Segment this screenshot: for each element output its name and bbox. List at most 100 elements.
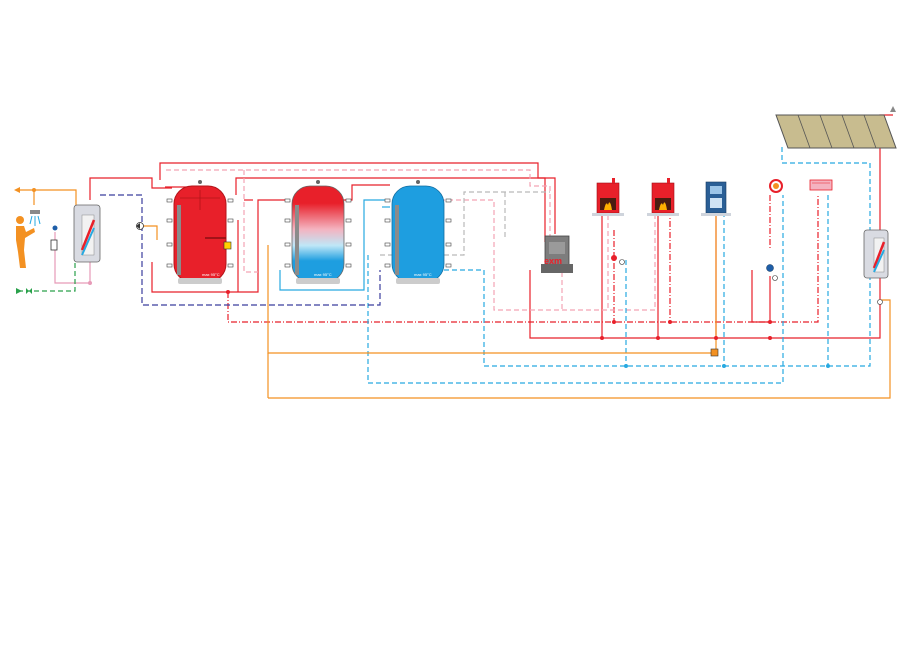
stove-plinth xyxy=(647,213,679,216)
person-head-icon xyxy=(16,216,24,224)
control-box-icon xyxy=(710,348,719,357)
fresh-water-station xyxy=(73,204,101,263)
shower-user xyxy=(14,187,58,294)
solar-station xyxy=(863,229,889,279)
circulation-pipe xyxy=(100,194,381,306)
blue-pipe xyxy=(279,199,390,291)
mixing-valve-icon xyxy=(619,259,625,265)
pump-icon xyxy=(52,225,58,231)
stove-door xyxy=(655,198,671,210)
pink-return-pipe xyxy=(166,169,551,238)
tank-shell xyxy=(391,185,445,283)
blue-dashed-pipes xyxy=(367,147,871,384)
hot-pipe xyxy=(235,177,546,242)
hot-pipe xyxy=(529,256,881,339)
stove-1 xyxy=(592,178,624,216)
chimney-icon xyxy=(667,178,670,183)
air-vent-icon xyxy=(890,106,896,112)
pink-solid-pipe xyxy=(54,232,91,284)
shower-head-icon xyxy=(30,210,40,214)
orange-pipe xyxy=(140,225,158,240)
gas-boiler: exm xyxy=(541,235,573,273)
cold-water-pipe xyxy=(18,262,76,292)
junction-dot xyxy=(722,364,726,368)
stove-door xyxy=(600,198,616,210)
thermometer-icon xyxy=(416,180,420,184)
hot-pipe xyxy=(159,162,556,234)
valve-icon xyxy=(26,288,32,294)
junction-dot xyxy=(668,320,672,324)
radiator xyxy=(809,179,833,191)
stove-2 xyxy=(647,178,679,216)
junction-dot xyxy=(600,336,604,340)
inlet-arrow-icon xyxy=(16,288,22,294)
hot-pipe xyxy=(151,199,286,293)
water-spray-icon xyxy=(29,215,41,226)
solar-collector xyxy=(775,106,897,149)
pink-solid-pipes xyxy=(54,232,91,284)
heater-element-icon xyxy=(223,241,232,250)
exchanger-hot-stripe xyxy=(80,219,96,251)
person-body-icon xyxy=(16,226,35,268)
pink-return-pipe xyxy=(243,170,258,273)
tank-label: max 95°C xyxy=(414,272,432,277)
junction-dot xyxy=(714,336,718,340)
buffer-tank-hot: max 95°C xyxy=(173,180,232,284)
junction-dot xyxy=(226,290,230,294)
thermometer-icon xyxy=(198,180,202,184)
tank-shell xyxy=(291,185,345,283)
flow-sensor-icon xyxy=(50,239,58,251)
radiator-icon xyxy=(809,179,833,191)
buffer-tank-cold: max 95°C xyxy=(391,180,445,284)
hot-pipe xyxy=(89,177,172,200)
tank-base xyxy=(296,278,340,284)
flame-icon xyxy=(659,202,667,210)
pipe-network xyxy=(18,114,893,399)
tank-base xyxy=(396,278,440,284)
blue-dashed-pipe xyxy=(436,269,871,367)
orange-pipe xyxy=(268,299,891,399)
pump-icon xyxy=(766,264,774,272)
junction-dot xyxy=(826,364,830,368)
boiler-plinth xyxy=(701,213,731,216)
outlet-arrow-icon xyxy=(14,187,20,193)
tank-coil-left xyxy=(177,205,181,275)
mixing-valve-icon xyxy=(772,275,778,281)
junction-dot xyxy=(624,364,628,368)
mixing-valve-icon xyxy=(877,299,883,305)
hot-pipe xyxy=(751,270,770,323)
mixing-valve-left xyxy=(136,222,144,230)
junction-dot xyxy=(768,336,772,340)
hot-dashdot-pipe xyxy=(227,195,819,323)
buffer-tank-stratified: max 95°C xyxy=(291,180,345,284)
junction-dot xyxy=(612,320,616,324)
flame-icon xyxy=(604,202,612,210)
circulation-pipes xyxy=(100,194,381,306)
tank-label: max 95°C xyxy=(314,272,332,277)
solar-panel-icon xyxy=(775,114,897,149)
pink-return-pipe xyxy=(440,199,656,311)
thermometer-icon xyxy=(316,180,320,184)
boiler-window xyxy=(710,186,722,194)
solid-fuel-boiler xyxy=(701,181,731,216)
chimney-icon xyxy=(612,178,615,183)
tank-label: max 95°C xyxy=(202,272,220,277)
pump-icon xyxy=(611,255,617,261)
exchanger-cold-stripe xyxy=(81,227,95,256)
stove-plinth xyxy=(592,213,624,216)
tank-connection-valves xyxy=(166,198,452,268)
tank-coil-left xyxy=(395,205,399,275)
hot-dashdot-pipes xyxy=(227,195,819,323)
blue-dashed-pipe xyxy=(781,147,871,232)
boiler-door xyxy=(710,198,722,208)
junction-dot xyxy=(768,320,772,324)
cold-water-pipes xyxy=(18,262,76,292)
orange-pipes xyxy=(18,189,891,399)
boiler-panel xyxy=(549,242,565,254)
blue-pipes xyxy=(279,199,390,291)
heat-pump xyxy=(769,179,783,193)
junction-dot xyxy=(656,336,660,340)
network-pumps xyxy=(611,236,883,357)
tank-coil-left xyxy=(295,205,299,275)
